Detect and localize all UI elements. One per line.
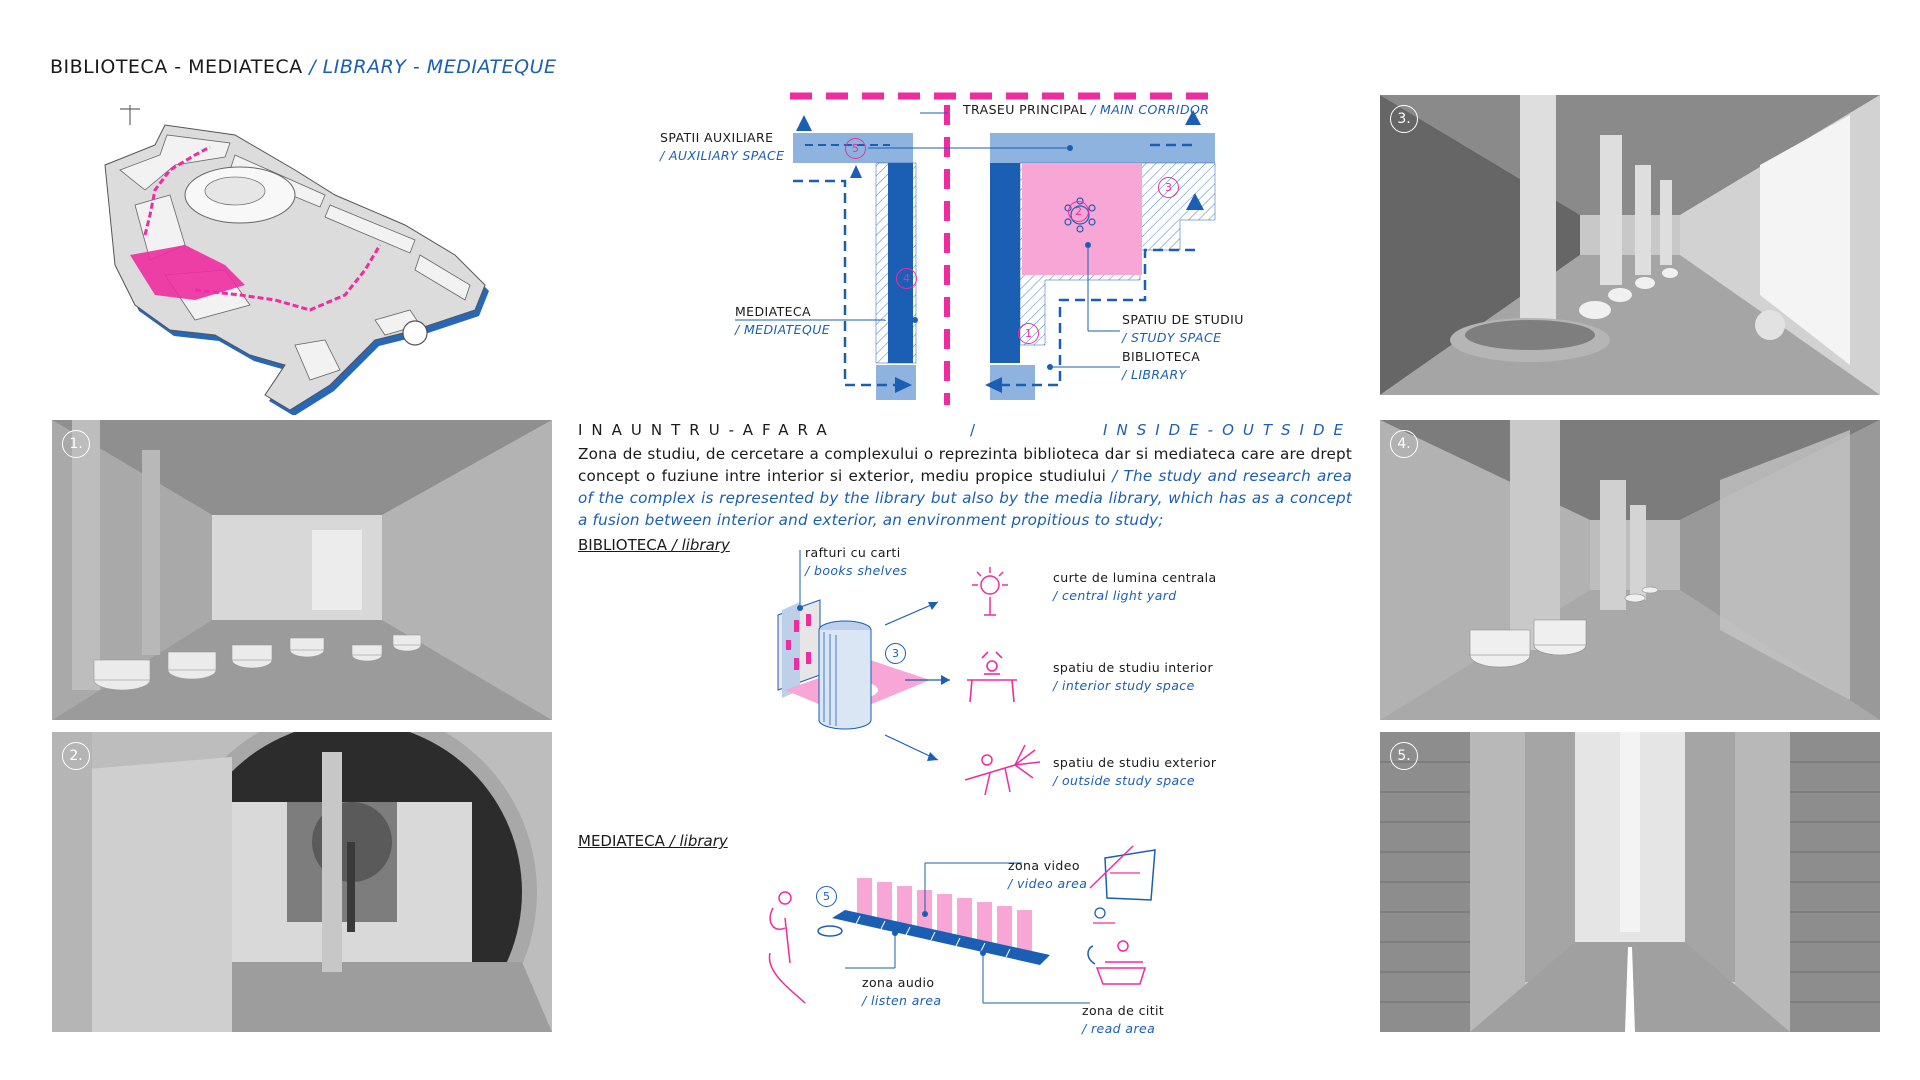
label-media-en: / MEDIATEQUE [735,322,831,337]
library-heading: BIBLIOTECA / library [578,536,730,554]
render-3: 3. [1380,95,1880,395]
library-interior-en: / interior study space [1053,678,1195,693]
library-yard-en: / central light yard [1053,588,1177,603]
mediateca-read-en: / read area [1082,1021,1156,1036]
sun-icon [972,567,1008,616]
render-5-number: 5. [1390,742,1418,770]
diagram-number-4: 4 [896,268,917,289]
tv-icon [1089,845,1156,924]
render-5-image [1380,732,1880,1032]
library-shelves-en: / books shelves [805,563,908,578]
render-1-number: 1. [62,430,90,458]
render-2-number: 2. [62,742,90,770]
mediateca-number-5: 5 [816,886,837,907]
section-heading-ro: INAUNTRU-AFARA [578,421,836,439]
headphones-icon [768,891,843,1004]
render-1: 1. [52,420,552,720]
render-2-image [52,732,552,1032]
mediateca-audio-ro: zona audio [862,975,935,990]
table-icon [967,651,1017,703]
page-title: BIBLIOTECA - MEDIATECA / LIBRARY - MEDIA… [50,56,557,78]
render-4-number: 4. [1390,430,1418,458]
library-diagram: 3 rafturi cu carti / books shelves curte… [760,540,1240,800]
site-plan-drawing [104,105,489,416]
render-4: 4. [1380,420,1880,720]
section-description: Zona de studiu, de cercetare a complexul… [578,443,1352,531]
library-shelves-ro: rafturi cu carti [805,545,901,560]
mediateca-audio-en: / listen area [862,993,942,1008]
render-4-image [1380,420,1880,720]
section-text-en: / The study and research area of the com… [578,467,1352,529]
concept-diagram: TRASEU PRINCIPAL / MAIN CORRIDOR SPATII … [650,85,1250,405]
label-aux-ro: SPATII AUXILIARE [660,130,774,145]
render-2: 2. [52,732,552,1032]
label-lib-en: / LIBRARY [1122,367,1187,382]
library-exterior-ro: spatiu de studiu exterior [1053,755,1217,770]
mediateca-read-ro: zona de citit [1082,1003,1165,1018]
diagram-number-5: 5 [845,138,866,159]
diagram-number-3: 3 [1158,177,1179,198]
render-3-number: 3. [1390,105,1418,133]
palm-icon [964,744,1041,796]
section-heading-slash: / [970,421,985,439]
library-exterior-en: / outside study space [1053,773,1195,788]
mediateca-diagram: 5 zona video / video area zona audio / l… [760,838,1180,1038]
section-text-ro: Zona de studiu, de cercetare a complexul… [578,445,1352,485]
title-en: / LIBRARY - MEDIATEQUE [309,56,557,78]
diagram-number-1: 1 [1018,323,1039,344]
render-3-image [1380,95,1880,395]
label-aux-en: / AUXILIARY SPACE [660,148,785,163]
label-lib-ro: BIBLIOTECA [1122,349,1201,364]
diagram-number-2: 2 [1068,201,1089,222]
label-main-corridor: TRASEU PRINCIPAL / MAIN CORRIDOR [963,102,1210,117]
mediateca-diagram-drawing [768,845,1156,1004]
mediateca-video-en: / video area [1008,876,1088,891]
site-plan-axonometric [75,95,510,416]
mediateca-video-ro: zona video [1008,858,1080,873]
book-icon [1087,940,1147,985]
library-interior-ro: spatiu de studiu interior [1053,660,1213,675]
section-heading-en: INSIDE-OUTSIDE [1103,421,1352,439]
library-yard-ro: curte de lumina centrala [1053,570,1217,585]
label-media-ro: MEDIATECA [735,304,811,319]
library-diagram-drawing [777,550,1041,796]
section-heading: INAUNTRU-AFARA / INSIDE-OUTSIDE [578,421,1352,439]
label-study-ro: SPATIU DE STUDIU [1122,312,1244,327]
render-5: 5. [1380,732,1880,1032]
library-number-3: 3 [885,643,906,664]
mediateca-heading: MEDIATECA / library [578,832,728,850]
label-study-en: / STUDY SPACE [1122,330,1222,345]
title-ro: BIBLIOTECA - MEDIATECA [50,56,303,78]
render-1-image [52,420,552,720]
